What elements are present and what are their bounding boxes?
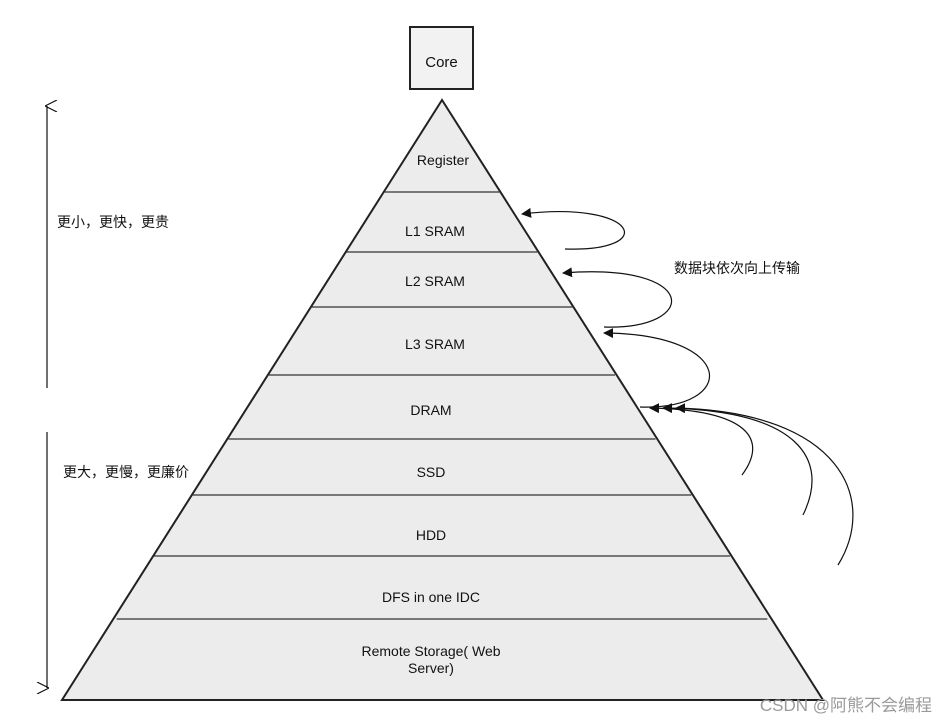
- level-l1-sram: L1 SRAM: [405, 223, 465, 239]
- level-dfs: DFS in one IDC: [382, 589, 480, 605]
- arrow-hdd-to-dram: [662, 403, 813, 516]
- arrow-dram-to-l3: [603, 328, 711, 408]
- level-register: Register: [417, 152, 469, 168]
- bottom-side-note: 更大，更慢，更廉价: [63, 464, 189, 480]
- level-dram: DRAM: [410, 402, 451, 418]
- transfer-note: 数据块依次向上传输: [674, 260, 800, 276]
- level-l3-sram: L3 SRAM: [405, 336, 465, 352]
- watermark: CSDN @阿熊不会编程: [760, 696, 932, 715]
- top-side-note: 更小，更快，更贵: [57, 214, 169, 230]
- level-ssd: SSD: [417, 464, 446, 480]
- arrow-l2-to-l1: [521, 207, 626, 250]
- level-l2-sram: L2 SRAM: [405, 273, 465, 289]
- level-remote-storage-line2: Server): [408, 660, 454, 676]
- level-labels: Register L1 SRAM L2 SRAM L3 SRAM DRAM SS…: [361, 152, 500, 676]
- transfer-arrows: [521, 207, 854, 566]
- core-label: Core: [425, 54, 458, 71]
- level-remote-storage-line1: Remote Storage( Web: [361, 643, 500, 659]
- level-hdd: HDD: [416, 527, 446, 543]
- core-box: Core: [409, 26, 474, 90]
- level-dividers: [116, 191, 768, 620]
- pyramid: [60, 98, 825, 701]
- arrow-dfs-to-dram: [675, 403, 854, 566]
- arrow-l3-to-l2: [562, 267, 673, 328]
